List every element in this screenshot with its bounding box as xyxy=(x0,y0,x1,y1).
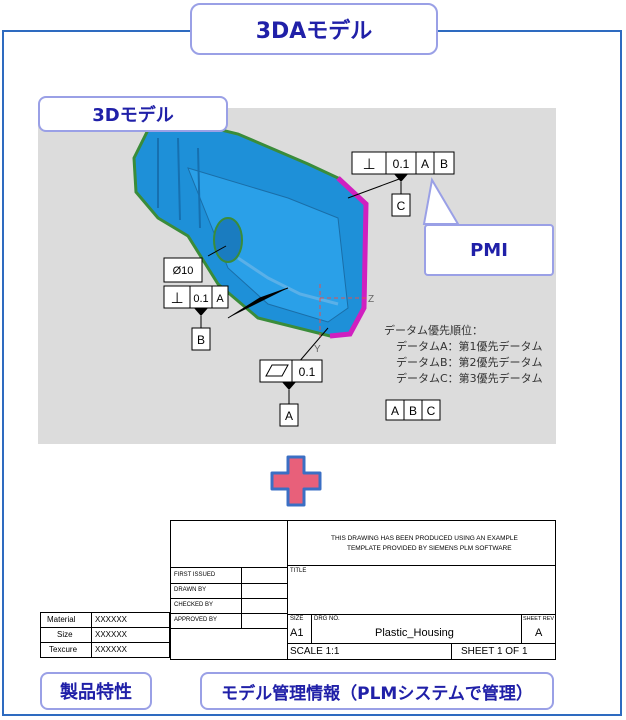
product-properties-table: Material XXXXXX Size XXXXXX Texcure XXXX… xyxy=(40,612,170,658)
datum-priority-title: データム優先順位： xyxy=(384,323,483,337)
sheet-rev-label: SHEET REV xyxy=(523,616,555,622)
abc-a: A xyxy=(391,404,399,418)
title-label: TITLE xyxy=(290,568,307,574)
flatness-value: 0.1 xyxy=(299,365,316,379)
label-pmi: PMI xyxy=(424,224,554,276)
axis-z-label: Z xyxy=(368,294,374,305)
fcf-flatness: 0.1 A xyxy=(259,359,323,427)
property-key-material: Material xyxy=(47,615,76,624)
3d-model-view: ⊥ 0.1 A B C Ø10 ⊥ 0.1 A B xyxy=(38,108,556,444)
label-product-characteristics: 製品特性 xyxy=(40,672,152,710)
flatness-symbol-icon xyxy=(265,364,289,377)
checked-by-label: CHECKED BY xyxy=(174,602,214,608)
scale-value: SCALE 1:1 xyxy=(290,646,340,657)
fcf-left-symbol: ⊥ xyxy=(170,289,183,307)
drawing-number-value: Plastic_Housing xyxy=(375,627,454,639)
datum-b-tag: B xyxy=(197,333,205,347)
datum-a-tag: A xyxy=(285,409,293,423)
fcf-perpendicularity-left: ⊥ 0.1 A B xyxy=(163,285,229,351)
datum-priority-line-2: データムB：第2優先データム xyxy=(396,355,543,369)
abc-c: C xyxy=(427,404,436,418)
size-value: A1 xyxy=(290,627,304,639)
dimension-diameter: Ø10 xyxy=(163,257,203,283)
template-notice-line-1: THIS DRAWING HAS BEEN PRODUCED USING AN … xyxy=(331,535,518,542)
property-value-size: XXXXXX xyxy=(95,630,128,639)
datum-c-tag: C xyxy=(397,199,406,213)
datum-abc-frame: A B C xyxy=(385,399,441,421)
property-key-texcure: Texcure xyxy=(49,645,78,654)
part-highlight-edge xyxy=(329,176,369,339)
fcf-left-ref1: A xyxy=(216,293,224,305)
fcf-perpendicularity-top: ⊥ 0.1 A B C xyxy=(351,151,455,217)
drg-no-label: DRG NO. xyxy=(314,616,340,622)
property-value-material: XXXXXX xyxy=(95,615,128,624)
sheet-count-value: SHEET 1 OF 1 xyxy=(461,646,528,657)
drawing-title-block: THIS DRAWING HAS BEEN PRODUCED USING AN … xyxy=(170,520,556,660)
fcf-top-value: 0.1 xyxy=(393,157,410,171)
property-key-size: Size xyxy=(57,630,73,639)
label-model-management-info: モデル管理情報（PLMシステムで管理） xyxy=(200,672,554,710)
axis-y-label: Y xyxy=(314,344,321,355)
fcf-left-value: 0.1 xyxy=(193,293,208,305)
sheet-rev-value: A xyxy=(535,627,543,639)
fcf-top-ref2: B xyxy=(440,157,448,171)
template-notice-line-2: TEMPLATE PROVIDED BY SIEMENS PLM SOFTWAR… xyxy=(347,545,512,552)
label-3d-model: 3Dモデル xyxy=(38,96,228,132)
first-issued-label: FIRST ISSUED xyxy=(174,572,216,578)
fcf-top-ref1: A xyxy=(421,157,429,171)
abc-b: B xyxy=(409,404,417,418)
property-value-texcure: XXXXXX xyxy=(95,645,128,654)
approved-by-label: APPROVED BY xyxy=(174,617,218,623)
drawn-by-label: DRAWN BY xyxy=(174,587,207,593)
plus-icon xyxy=(270,455,322,507)
datum-priority-line-1: データムA：第1優先データム xyxy=(396,339,543,353)
size-label: SIZE xyxy=(290,616,304,622)
datum-priority-line-3: データムC：第3優先データム xyxy=(396,371,543,385)
title-3da-model: 3DAモデル xyxy=(190,3,438,55)
3d-model-drawing: ⊥ 0.1 A B C Ø10 ⊥ 0.1 A B xyxy=(132,120,543,427)
diameter-value: Ø10 xyxy=(173,265,194,277)
fcf-top-symbol: ⊥ xyxy=(362,155,375,173)
